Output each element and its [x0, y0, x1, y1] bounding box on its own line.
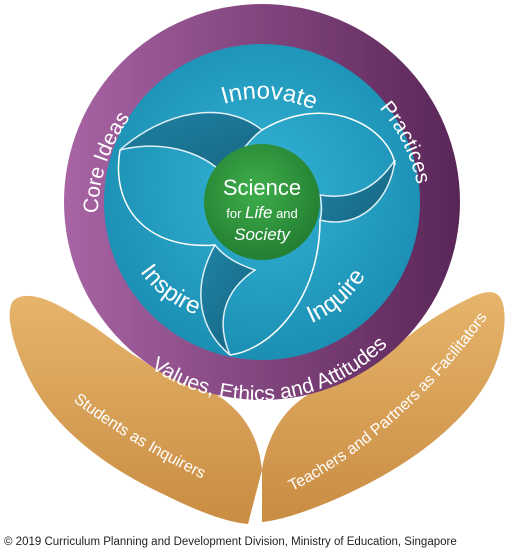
copyright-notice: © 2019 Curriculum Planning and Developme… — [4, 536, 457, 548]
center-line-for-life-and: for Life and — [226, 203, 298, 222]
center-line-society: Society — [234, 225, 291, 244]
center-and: and — [272, 206, 297, 221]
center-for: for — [226, 206, 245, 221]
science-curriculum-framework-diagram: Science for Life and Society Core Ideas … — [9, 4, 505, 524]
center-life: Life — [245, 203, 272, 222]
center-line-science: Science — [223, 175, 301, 200]
right-hand — [262, 292, 505, 522]
center-circle — [204, 144, 320, 260]
left-hand — [9, 295, 262, 524]
